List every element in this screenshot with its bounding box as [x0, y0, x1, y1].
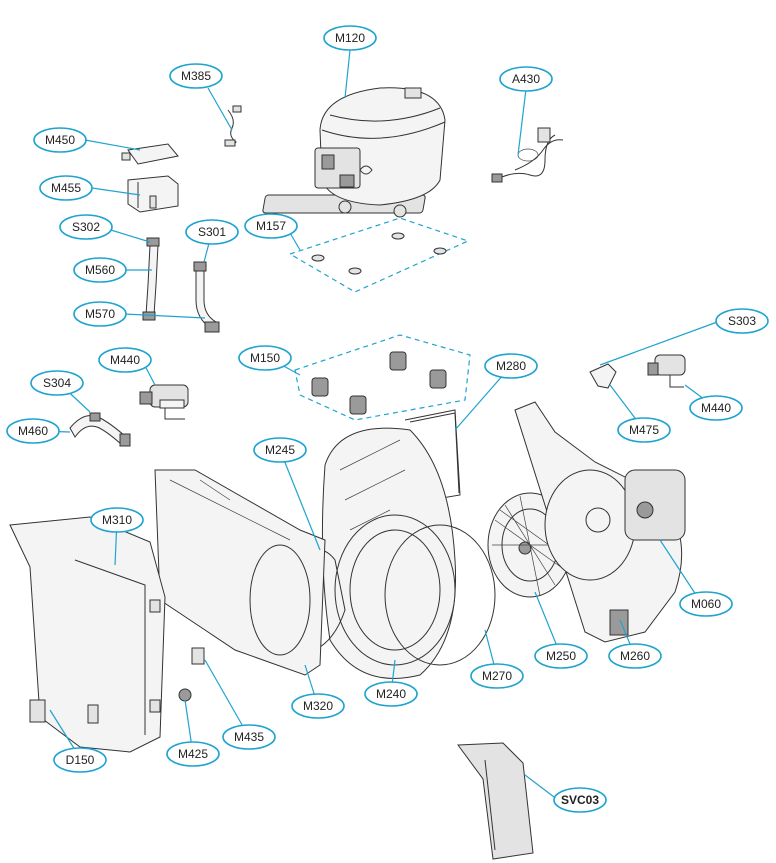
callout-m060: M060	[679, 591, 733, 617]
callout-m320: M320	[291, 693, 345, 719]
svg-text:M435: M435	[234, 730, 264, 744]
duct-m240-part	[321, 427, 457, 679]
hose-m460-part	[69, 412, 131, 447]
callout-s302: S302	[59, 214, 113, 240]
svg-text:M475: M475	[629, 423, 659, 437]
svg-text:M240: M240	[376, 687, 406, 701]
sensor-cable-part	[224, 105, 242, 147]
svg-text:S302: S302	[72, 220, 100, 234]
callout-d150: D150	[53, 747, 107, 773]
svg-text:M250: M250	[546, 649, 576, 663]
feet-m150-part	[294, 334, 471, 421]
callout-m440-left: M440	[98, 347, 152, 373]
callout-m157: M157	[244, 213, 298, 239]
callout-m440-right: M440	[689, 395, 743, 421]
callout-m120: M120	[323, 25, 377, 51]
callout-m260: M260	[608, 643, 662, 669]
callout-m435: M435	[222, 724, 276, 750]
svg-text:M157: M157	[256, 219, 286, 233]
callout-s301: S301	[185, 219, 239, 245]
callout-m310: M310	[90, 507, 144, 533]
callout-s304: S304	[30, 370, 84, 396]
svg-text:SVC03: SVC03	[561, 793, 599, 807]
callout-svc03: SVC03	[553, 787, 607, 813]
base-m310-part	[9, 516, 166, 753]
svg-text:M440: M440	[110, 353, 140, 367]
svg-text:M310: M310	[102, 513, 132, 527]
m455-part	[127, 175, 179, 213]
svg-text:M385: M385	[181, 69, 211, 83]
m450-part	[121, 143, 179, 165]
svg-text:S304: S304	[43, 376, 71, 390]
svg-text:M245: M245	[265, 443, 295, 457]
callout-m475: M475	[617, 417, 671, 443]
callout-m425: M425	[166, 741, 220, 767]
svg-text:M270: M270	[482, 669, 512, 683]
harness-part	[491, 127, 564, 183]
svg-text:M570: M570	[85, 307, 115, 321]
svg-text:M450: M450	[45, 133, 75, 147]
callout-m245: M245	[253, 437, 307, 463]
seal-m270-part	[384, 524, 496, 666]
svg-text:M150: M150	[250, 351, 280, 365]
svg-text:S303: S303	[728, 314, 756, 328]
callout-m150: M150	[238, 345, 292, 371]
callout-a430: A430	[499, 66, 553, 92]
pump-right-part	[589, 354, 686, 389]
compressor-part	[262, 87, 446, 218]
callout-m280: M280	[484, 353, 538, 379]
callout-m455: M455	[39, 175, 93, 201]
svg-text:S301: S301	[198, 225, 226, 239]
callout-m560: M560	[73, 257, 127, 283]
small-parts	[178, 647, 205, 702]
svg-text:M280: M280	[496, 359, 526, 373]
callout-m385: M385	[169, 63, 223, 89]
svg-text:M260: M260	[620, 649, 650, 663]
svg-text:M455: M455	[51, 181, 81, 195]
grommets-m157-part	[288, 217, 470, 293]
svg-text:D150: D150	[66, 753, 95, 767]
svg-text:M560: M560	[85, 263, 115, 277]
callout-m460: M460	[6, 418, 60, 444]
svg-text:M440: M440	[701, 401, 731, 415]
frame-m320-part	[154, 469, 326, 676]
hose-m560-part	[142, 237, 160, 321]
callout-m240: M240	[364, 681, 418, 707]
callout-s303: S303	[715, 308, 769, 334]
callout-m250: M250	[534, 643, 588, 669]
hose-m570-part	[193, 261, 220, 333]
svg-text:M320: M320	[303, 699, 333, 713]
svg-text:M425: M425	[178, 747, 208, 761]
svg-text:M120: M120	[335, 31, 365, 45]
pump-left-part	[139, 384, 189, 420]
housing-m260-part	[514, 401, 686, 643]
callout-m570: M570	[73, 301, 127, 327]
svg-text:M460: M460	[18, 424, 48, 438]
svg-text:M060: M060	[691, 597, 721, 611]
callout-m270: M270	[470, 663, 524, 689]
svc03-part	[457, 742, 534, 860]
callout-m450: M450	[33, 127, 87, 153]
svg-text:A430: A430	[512, 72, 540, 86]
